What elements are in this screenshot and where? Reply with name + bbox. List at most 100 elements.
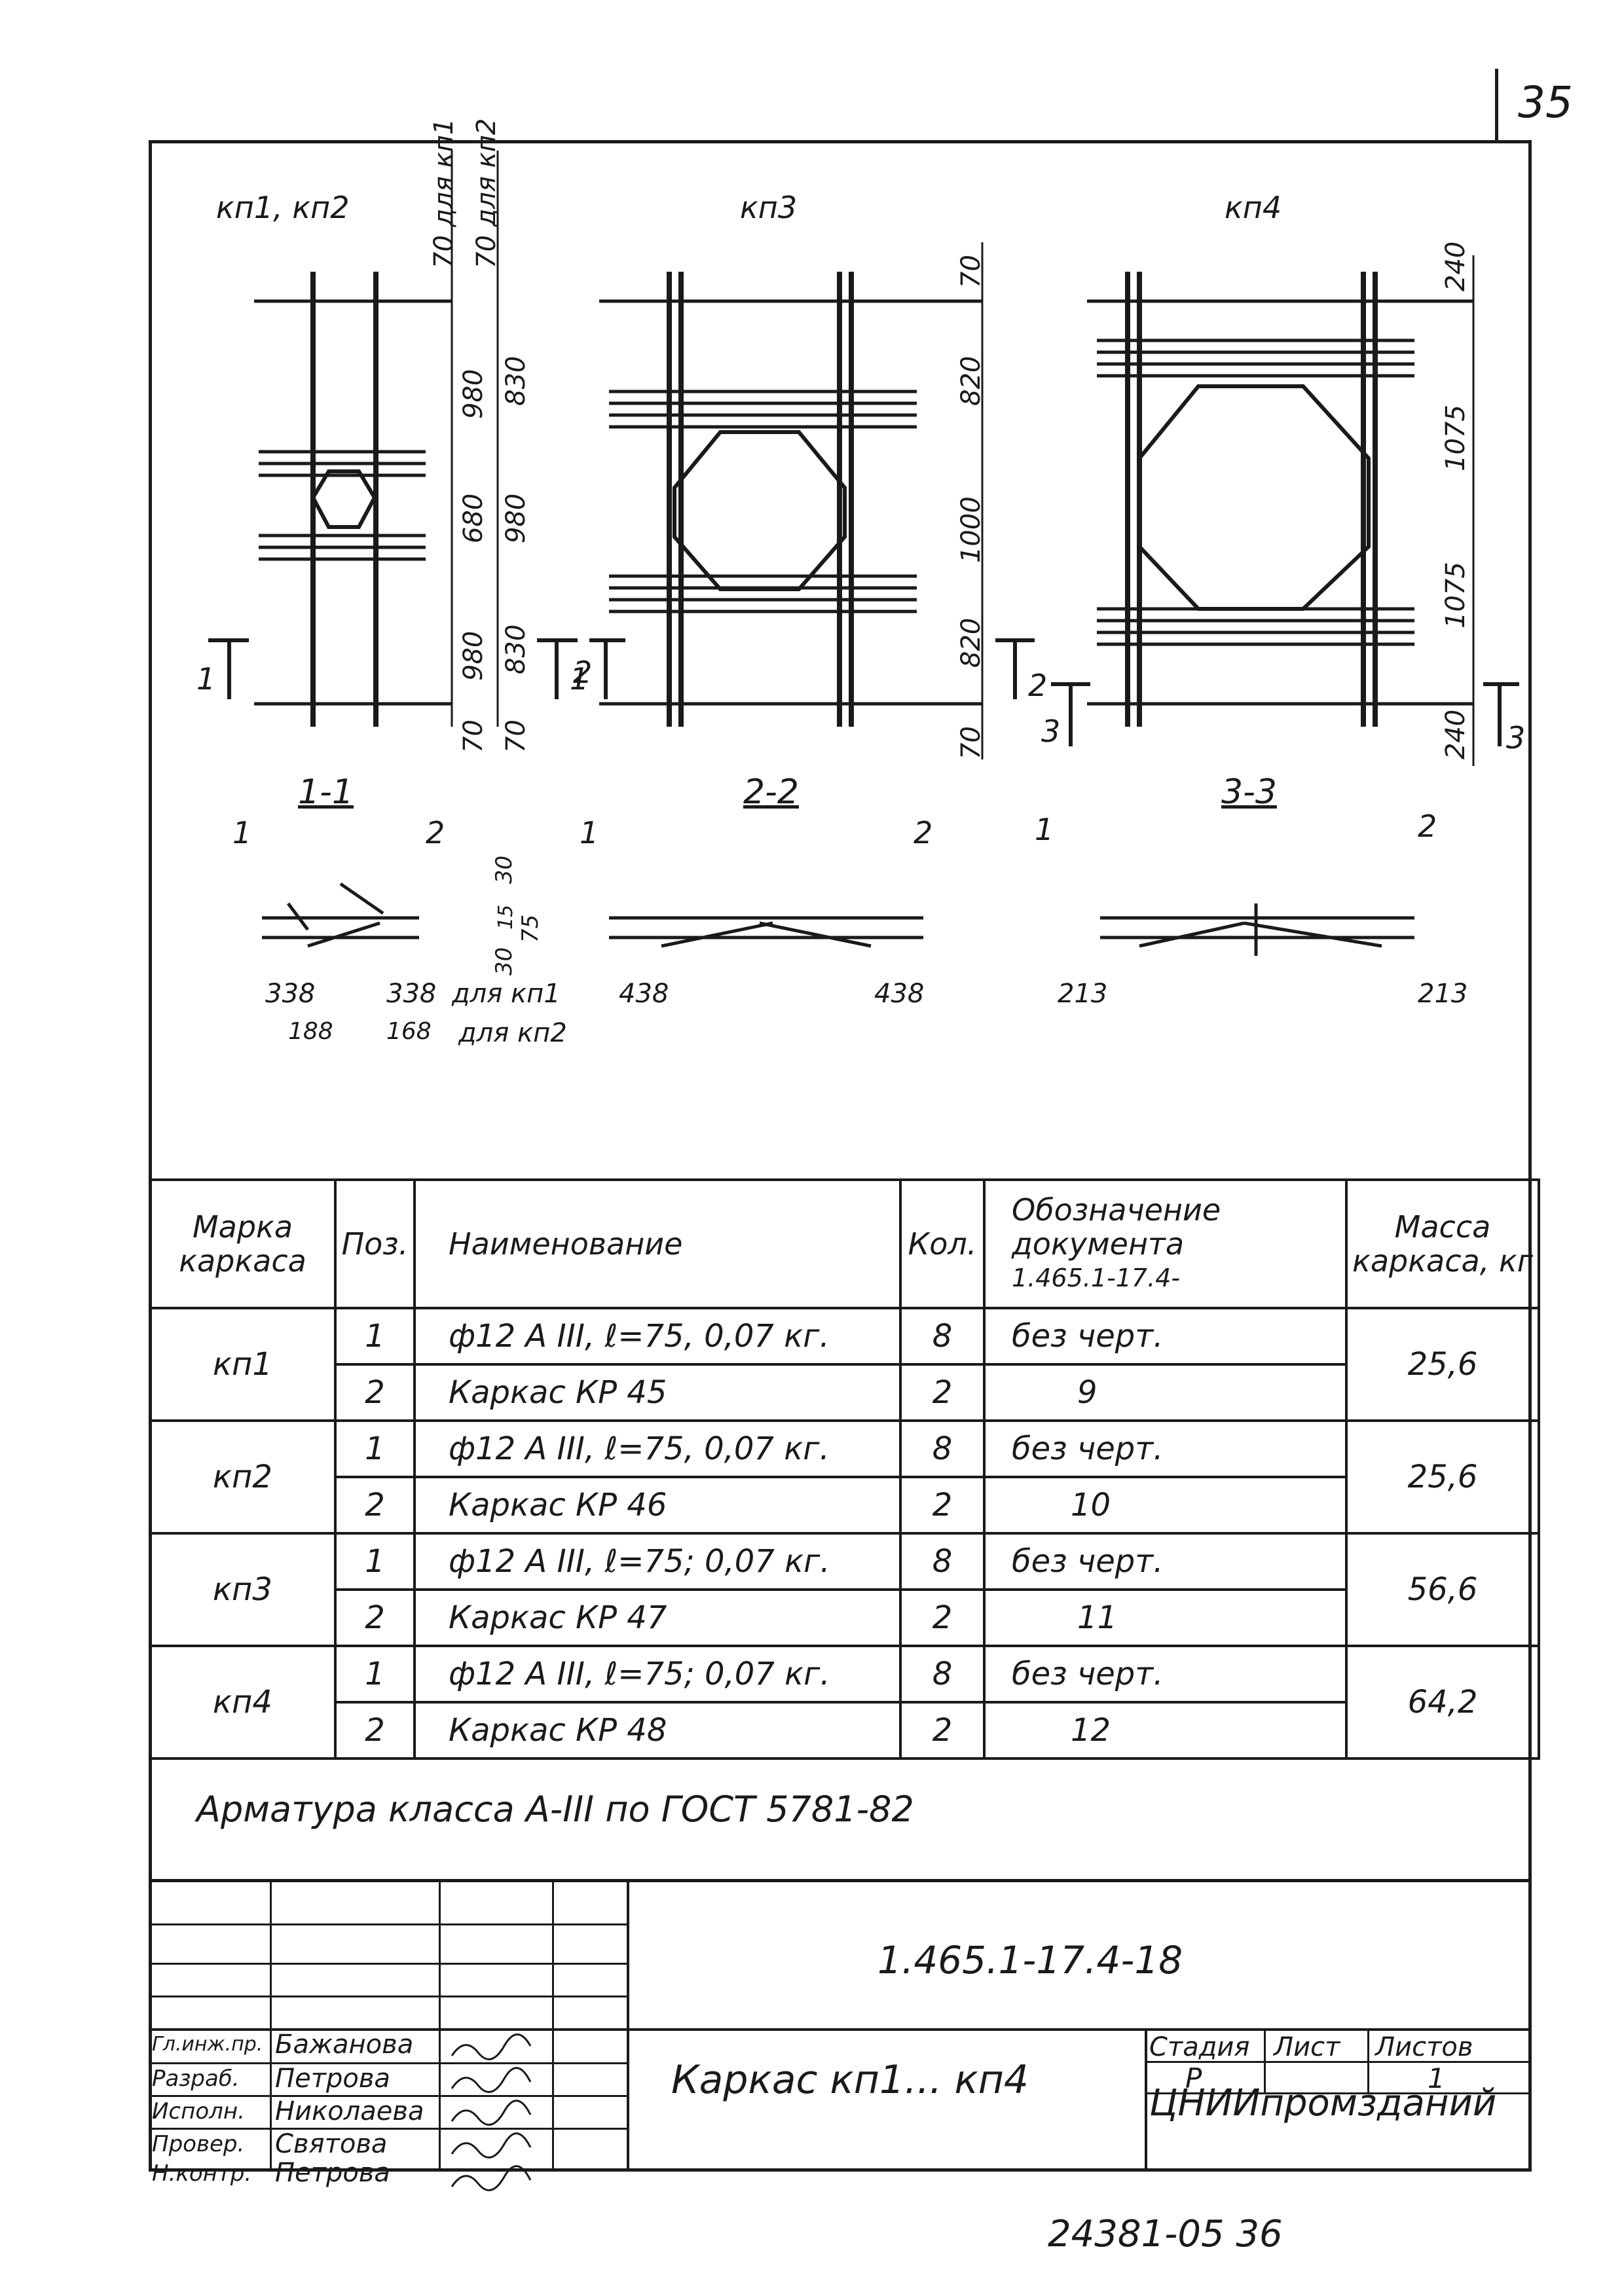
section-3-dim: 213	[1418, 979, 1468, 1009]
cell-name: ф12 А III, ℓ=75, 0,07 кг.	[413, 1307, 902, 1366]
sheet-title: Каркас кп1... кп4	[671, 2057, 1029, 2103]
section-1-dim: 338	[265, 979, 316, 1009]
sheet-label: Лист	[1274, 2032, 1340, 2062]
header-doc: Обозначение документа 1.465.1-17.4-	[983, 1178, 1348, 1309]
header-pos: Поз.	[334, 1178, 416, 1309]
tb-line	[627, 1879, 629, 2172]
drawing-frame	[149, 140, 1532, 2172]
section-2-dim: 438	[874, 979, 925, 1009]
cell-pos: 2	[334, 1476, 416, 1535]
section-1-dim: 168	[386, 1018, 432, 1045]
section-1-pos1: 1	[232, 815, 252, 850]
cell-qty: 8	[899, 1645, 986, 1704]
tb-line	[552, 1879, 554, 2172]
section-3-dim: 213	[1058, 979, 1108, 1009]
section-1-1-drawing	[262, 882, 419, 948]
cell-name: ф12 А III, ℓ=75; 0,07 кг.	[413, 1645, 902, 1704]
section-3-pos2: 2	[1418, 809, 1437, 844]
kp1-kp2-label: кп1, кп2	[216, 190, 350, 225]
cell-doc: 10	[983, 1476, 1348, 1535]
tb-line	[1145, 2028, 1147, 2172]
cell-name: Каркас КР 45	[413, 1363, 902, 1422]
table-row: 2 Каркас КР 47 2 11	[150, 1588, 1539, 1647]
cell-doc: без черт.	[983, 1645, 1348, 1704]
kp4-label: кп4	[1225, 190, 1282, 225]
person-name: Петрова	[275, 2064, 390, 2094]
section-2-pos1: 1	[580, 815, 599, 850]
document-code: 1.465.1-17.4-18	[877, 1938, 1183, 1982]
section-2-2-drawing	[609, 916, 923, 948]
section-3-3-drawing	[1100, 903, 1414, 956]
header-doc-title: Обозначение документа	[1012, 1192, 1221, 1262]
tb-line	[149, 2128, 627, 2130]
tb-line	[439, 1879, 441, 2172]
organization: ЦНИИпромзданий	[1149, 2082, 1497, 2124]
cell-pos: 1	[334, 1645, 416, 1704]
section-cut-marks	[208, 638, 1519, 746]
person-name: Святова	[275, 2129, 388, 2159]
tb-line	[149, 1995, 627, 1997]
cell-pos: 1	[334, 1307, 416, 1366]
header-doc-code: 1.465.1-17.4-	[1012, 1264, 1181, 1292]
kp4-frame-drawing	[1087, 255, 1475, 766]
section-1-note-kp1: для кп1	[452, 979, 561, 1009]
cell-qty: 2	[899, 1701, 986, 1760]
section-2-pos2: 2	[913, 815, 933, 850]
cell-pos: 2	[334, 1363, 416, 1422]
section-1-note-kp2: для кп2	[458, 1018, 567, 1048]
cell-mass: 56,6	[1345, 1532, 1540, 1647]
cut-mark-number: 2	[1028, 668, 1048, 703]
kp3-label: кп3	[740, 190, 798, 225]
cell-qty: 8	[899, 1307, 986, 1366]
reinforcement-class-note: Арматура класса А-III по ГОСТ 5781-82	[196, 1789, 914, 1830]
section-2-dim: 438	[619, 979, 669, 1009]
cell-doc: 9	[983, 1363, 1348, 1422]
person-name: Бажанова	[275, 2030, 414, 2060]
person-name: Николаева	[275, 2096, 424, 2126]
archive-number: 24381-05 36	[1048, 2213, 1283, 2255]
cell-qty: 2	[899, 1363, 986, 1422]
role-label: Исполн.	[152, 2098, 245, 2124]
cell-name: Каркас КР 48	[413, 1701, 902, 1760]
tb-line	[149, 2062, 627, 2064]
cell-qty: 2	[899, 1476, 986, 1535]
specification-table: Марка каркаса Поз. Наименование Кол. Обо…	[149, 1178, 1540, 1760]
tb-line	[1145, 2061, 1532, 2063]
cell-name: Каркас КР 46	[413, 1476, 902, 1535]
cut-mark-number: 3	[1041, 714, 1061, 749]
note-divider	[149, 1879, 1532, 1882]
section-3-pos1: 1	[1035, 812, 1054, 847]
cell-pos: 2	[334, 1701, 416, 1760]
section-1-title: 1-1	[298, 773, 354, 812]
cell-mass: 25,6	[1345, 1307, 1540, 1422]
stage-label: Стадия	[1149, 2032, 1250, 2062]
cell-mass: 25,6	[1345, 1419, 1540, 1535]
cell-pos: 2	[334, 1588, 416, 1647]
cell-name: ф12 А III, ℓ=75, 0,07 кг.	[413, 1419, 902, 1478]
section-1-pos2: 2	[426, 815, 445, 850]
tb-line	[149, 1963, 627, 1965]
role-label: Гл.инж.пр.	[152, 2033, 263, 2056]
cell-qty: 8	[899, 1532, 986, 1591]
cell-doc: 11	[983, 1588, 1348, 1647]
table-row: кп3 1 ф12 А III, ℓ=75; 0,07 кг. 8 без че…	[149, 1532, 1540, 1647]
table-row: 2 Каркас КР 48 2 12	[150, 1701, 1539, 1760]
cut-mark-number: 1	[570, 661, 589, 697]
cell-mark: кп1	[149, 1307, 337, 1422]
role-label: Провер.	[152, 2131, 245, 2157]
tb-line	[270, 1879, 272, 2172]
header-mass: Масса каркаса, кг	[1345, 1178, 1540, 1309]
table-row: кп1 1 ф12 А III, ℓ=75, 0,07 кг. 8 без че…	[149, 1307, 1540, 1422]
person-name: Петрова	[275, 2158, 390, 2188]
cell-doc: 12	[983, 1701, 1348, 1760]
stage-value: Р	[1185, 2062, 1202, 2094]
table-row: кп4 1 ф12 А III, ℓ=75; 0,07 кг. 8 без че…	[149, 1645, 1540, 1760]
tb-line	[149, 2028, 1532, 2031]
page-number: 35	[1518, 77, 1573, 128]
cut-mark-number: 2	[573, 655, 593, 690]
header-mark: Марка каркаса	[149, 1178, 337, 1309]
role-label: Разраб.	[152, 2066, 240, 2092]
tb-line	[149, 1923, 627, 1925]
